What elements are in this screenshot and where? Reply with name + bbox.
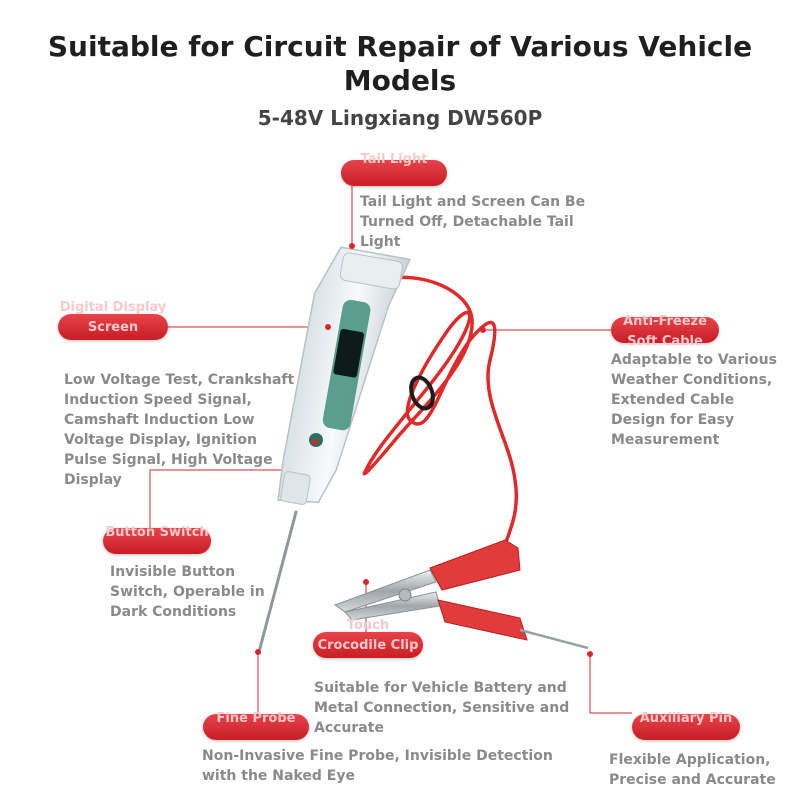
anti-freeze-cable-label: Anti-Freeze Soft Cable xyxy=(623,314,707,349)
page-title: Suitable for Circuit Repair of Various V… xyxy=(47,30,753,97)
button-switch-description: Invisible Button Switch, Operable in Dar… xyxy=(110,564,265,620)
page-subtitle: 5-48V Lingxiang DW560P xyxy=(257,106,543,130)
crocodile-clip-description: Suitable for Vehicle Battery and Metal C… xyxy=(314,680,570,736)
fine-probe-description: Non-Invasive Fine Probe, Invisible Detec… xyxy=(202,748,553,784)
tester-pen xyxy=(257,246,412,654)
button-switch-label: Button Switch xyxy=(105,525,209,540)
anti-freeze-cable-pill xyxy=(611,317,719,343)
digital-display-description: Low Voltage Test, Crankshaft Induction S… xyxy=(64,372,295,488)
auxiliary-pin-label: Auxiliary Pin xyxy=(639,711,733,726)
digital-display-label: Digital Display Screen xyxy=(59,300,167,335)
anti-freeze-cable-description: Adaptable to Various Weather Conditions,… xyxy=(611,352,777,448)
auxiliary-pin-description: Flexible Application, Precise and Accura… xyxy=(609,752,776,788)
soft-cable xyxy=(362,275,519,547)
callout-dots xyxy=(255,243,593,657)
fine-probe-pill xyxy=(203,714,309,740)
button-switch-pill xyxy=(103,528,211,554)
cable-tie xyxy=(409,375,435,411)
tail-light-label: Tail Light xyxy=(360,152,428,167)
crocodile-clip xyxy=(333,539,589,650)
digital-display-pill xyxy=(58,314,168,340)
crocodile-clip-pill xyxy=(313,632,423,658)
tail-light-pill xyxy=(341,160,447,186)
fine-probe-label: Fine Probe xyxy=(216,711,296,726)
auxiliary-pin-pill xyxy=(632,714,740,740)
crocodile-clip-label: Touch Crocodile Clip xyxy=(317,618,419,653)
tail-light-description: Tail Light and Screen Can Be Turned Off,… xyxy=(360,194,586,250)
